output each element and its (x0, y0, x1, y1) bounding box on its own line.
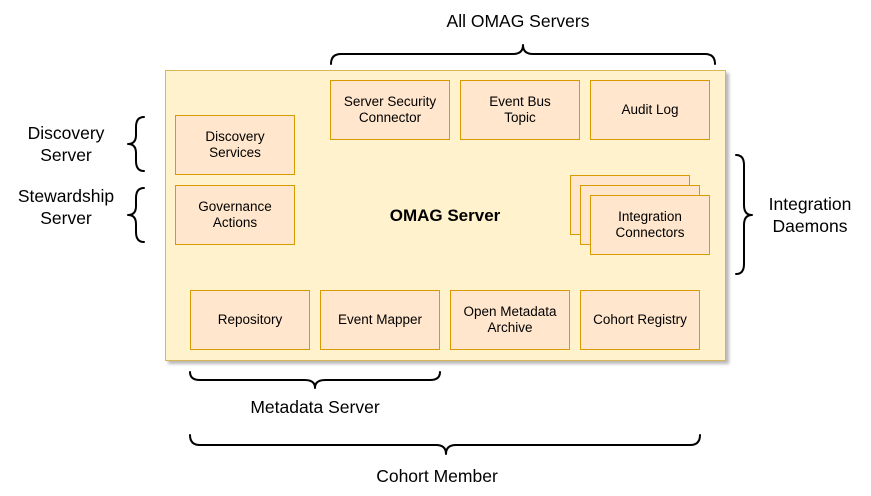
metadata-server-brace (189, 371, 441, 389)
discovery-server-label: Discovery Server (27, 123, 105, 165)
audit-log-box: Audit Log (590, 80, 710, 140)
cohort-registry-box: Cohort Registry (580, 290, 700, 350)
event-bus-topic-box: Event Bus Topic (460, 80, 580, 140)
open-metadata-archive-box: Open Metadata Archive (450, 290, 570, 350)
event-mapper-box: Event Mapper (320, 290, 440, 350)
integration-connectors-box: Integration Connectors (590, 195, 710, 255)
all-omag-servers-label: All OMAG Servers (446, 11, 590, 31)
server-security-connector-box: Server Security Connector (330, 80, 450, 140)
stewardship-server-label: Stewardship Server (17, 186, 115, 228)
metadata-server-label: Metadata Server (250, 397, 380, 417)
omag-server-title: OMAG Server (389, 206, 501, 225)
integration-daemons-brace (735, 154, 753, 275)
discovery-server-brace (127, 116, 145, 172)
integration-daemons-label: Integration Daemons (768, 194, 852, 236)
repository-box: Repository (190, 290, 310, 350)
governance-actions-box: Governance Actions (175, 185, 295, 245)
stewardship-server-brace (127, 187, 145, 243)
cohort-member-label: Cohort Member (376, 466, 498, 486)
cohort-member-brace (189, 434, 701, 455)
discovery-services-box: Discovery Services (175, 115, 295, 175)
all-omag-servers-brace (330, 44, 716, 65)
